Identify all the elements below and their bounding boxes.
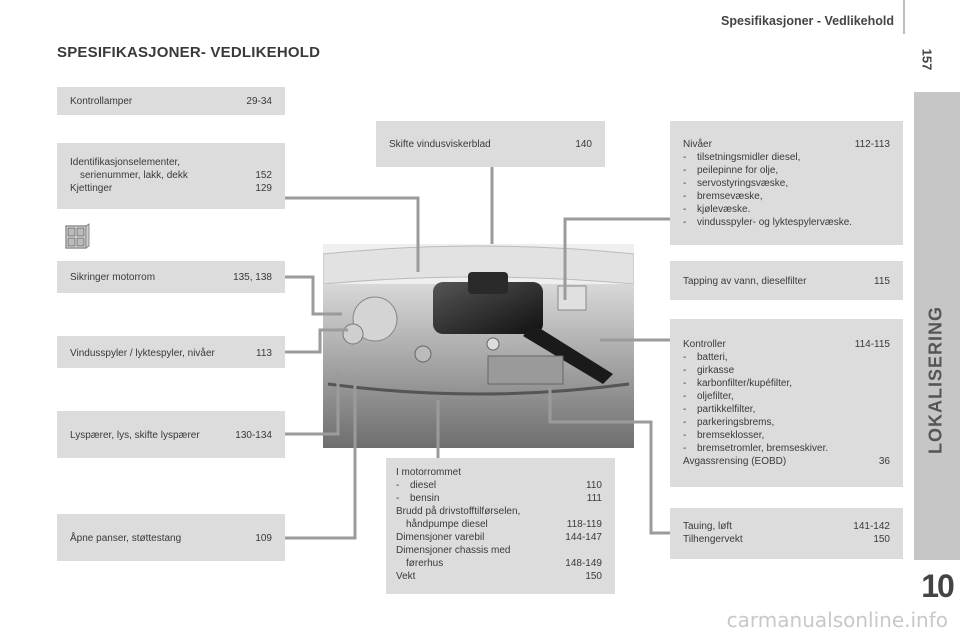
box-identifikasjon: Identifikasjonselementer, serienummer, l… — [57, 143, 285, 209]
page-number: 157 — [919, 48, 935, 71]
fuse-icon — [65, 223, 90, 249]
engine-bay-illustration — [323, 244, 634, 448]
page-title: SPESIFIKASJONER- VEDLIKEHOLD — [57, 44, 321, 61]
chapter-tab — [914, 92, 960, 560]
chapter-tab-label: LOKALISERING — [925, 305, 946, 455]
header-divider — [903, 0, 905, 34]
watermark: carmanualsonline.info — [726, 608, 948, 632]
running-header: Spesifikasjoner - Vedlikehold — [721, 14, 894, 28]
chapter-number: 10 — [921, 568, 955, 604]
